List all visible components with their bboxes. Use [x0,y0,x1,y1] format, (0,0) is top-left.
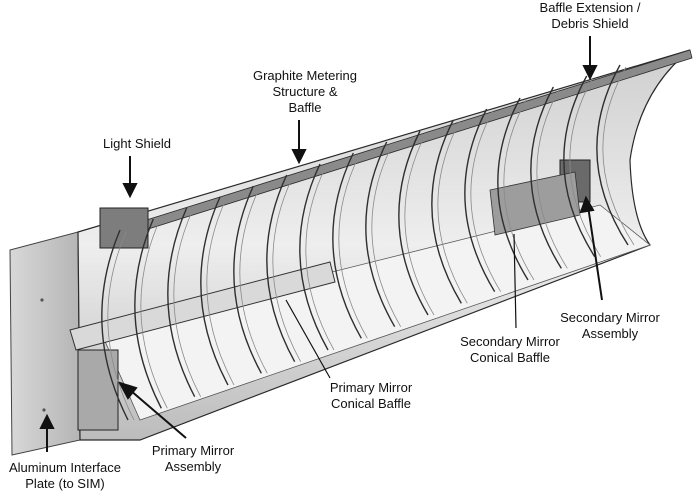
baffle-extension-label: Baffle Extension / Debris Shield [539,0,641,31]
baffle-ring [299,163,329,351]
baffle-ring-edge [371,143,402,327]
baffle-ring-edge [503,99,535,281]
arrowhead [291,149,307,165]
plate-bolt [40,298,44,302]
primary-mirror-assembly-shape [77,349,119,431]
baffle-ring-edge [569,77,602,257]
baffle-ring [596,64,629,246]
baffle-ring-edge [107,231,135,421]
baffle-ring-edge [140,220,168,409]
arrowhead [579,195,595,214]
arrowhead [39,413,55,429]
graphite-metering-label: Graphite Metering Structure & Baffle [252,68,358,115]
secondary-mirror-assembly-leader [587,205,603,301]
baffle-ring [431,119,462,304]
primary-conical-baffle-label: Primary Mirror Conical Baffle [329,380,413,411]
baffle-ring-edge [272,176,302,362]
baffle-ring [563,75,596,258]
baffle-ring-edge [404,132,435,316]
plate-bolt [42,408,46,412]
baffle-ring-edge [536,88,568,269]
arrowhead [582,65,598,81]
baffle-ring [134,218,162,409]
secondary-conical-baffle-leader [513,233,517,329]
primary-conical-baffle-leader [285,299,331,379]
baffle-rings [101,64,635,421]
baffle-ring [200,196,229,386]
baffle-ring-edge [239,187,268,374]
baffle-ring [167,207,196,397]
primary-mirror-assembly-label: Primary Mirror Assembly [151,443,235,474]
light-shield-shape [99,207,149,249]
aluminum-interface-plate-label: Aluminum Interface Plate (to SIM) [9,460,121,491]
baffle-ring-edge [206,198,235,386]
secondary-mirror-assembly-label: Secondary Mirror Assembly [560,310,660,341]
baffle-ring [233,185,262,374]
baffle-ring [266,174,296,363]
leader-arrows [39,36,603,452]
baffle-ring [398,130,429,316]
baffle-ring [497,97,529,281]
baffle-ring-edge [437,121,468,304]
baffle-ring-edge [305,165,335,351]
arrowhead [117,381,138,400]
arrowhead [122,183,138,199]
baffle-ring [464,108,496,293]
secondary-conical-baffle-label: Secondary Mirror Conical Baffle [460,334,560,365]
baffle-ring [332,152,362,339]
baffle-ring [101,229,129,421]
baffle-ring [530,86,562,269]
light-shield-label: Light Shield [103,136,171,151]
baffle-ring-edge [338,154,368,339]
baffle-ring-edge [470,110,502,292]
baffle-ring-edge [173,209,202,397]
baffle-ring [365,141,396,328]
baffle-ring-edge [602,66,635,246]
primary-mirror-assembly-leader [129,389,187,439]
